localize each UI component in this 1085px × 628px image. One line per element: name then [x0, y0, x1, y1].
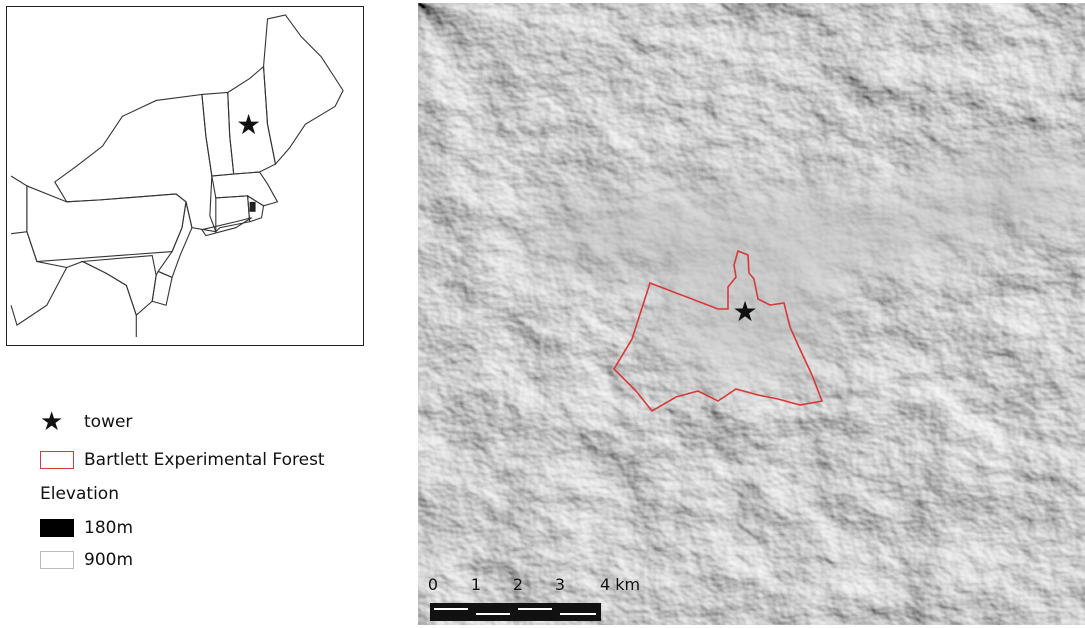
rhode-island-shape [249, 201, 256, 212]
elevation-title: Elevation [40, 484, 119, 504]
inset-locator-map: ★ [6, 6, 364, 346]
legend-label-elevation-high: 900m [84, 550, 134, 570]
legend-label-tower: tower [84, 412, 133, 432]
legend-item-tower: ★ tower [40, 407, 133, 437]
scale-label-2: 2 [512, 575, 524, 594]
shaded-relief-map: ★ 0 1 2 3 4 km [418, 3, 1085, 625]
scale-label-3: 3 [554, 575, 566, 594]
scale-bar: 0 1 2 3 4 km [427, 575, 640, 621]
legend-label-elevation-low: 180m [84, 518, 134, 538]
tower-star-icon: ★ [732, 295, 757, 328]
legend-label-forest: Bartlett Experimental Forest [84, 450, 325, 470]
scale-label-4km: 4 km [599, 575, 641, 594]
forest-boundary-swatch [40, 451, 74, 469]
legend-item-forest-boundary: Bartlett Experimental Forest [40, 450, 325, 470]
legend-item-elevation-low: 180m [40, 518, 133, 538]
legend-elevation-title: Elevation [40, 484, 119, 504]
hillshade-terrain: ★ [418, 3, 1085, 625]
elevation-low-swatch [40, 519, 74, 537]
scale-label-0: 0 [427, 575, 439, 594]
forest-boundary-outline [612, 249, 824, 413]
legend-item-elevation-high: 900m [40, 550, 133, 570]
tower-location-star-icon: ★ [236, 108, 261, 141]
scale-bar-graphic [430, 603, 601, 621]
star-icon: ★ [40, 407, 64, 437]
scale-label-1: 1 [470, 575, 482, 594]
elevation-high-swatch [40, 551, 74, 569]
northeast-states-outline: ★ [10, 14, 344, 338]
